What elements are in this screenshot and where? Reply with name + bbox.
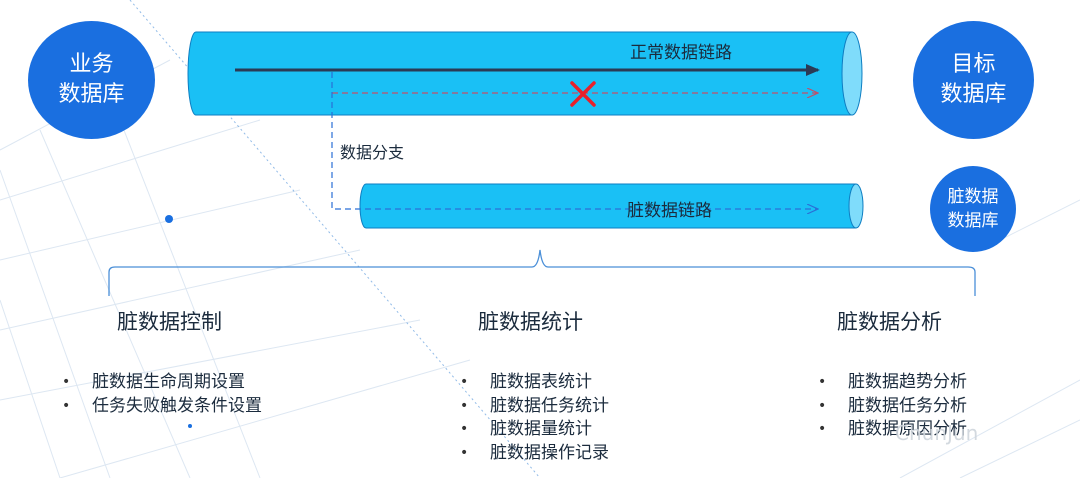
dirty-data-pipe	[359, 183, 864, 229]
section-list-statistics: 脏数据表统计 脏数据任务统计 脏数据量统计 脏数据操作记录	[460, 371, 609, 465]
source-db-line1: 业务	[69, 52, 114, 77]
section-brace	[108, 249, 976, 296]
background-decoration	[0, 59, 1080, 478]
dirty-db-line2: 数据库	[947, 211, 999, 231]
list-item: 脏数据任务统计	[460, 395, 609, 419]
section-title-statistics: 脏数据统计	[478, 310, 583, 334]
dirty-database-node: 脏数据 数据库	[930, 166, 1016, 252]
list-item: 脏数据操作记录	[460, 442, 609, 466]
blocked-cross-icon	[570, 81, 596, 107]
target-db-line2: 数据库	[940, 82, 1007, 107]
source-database-node: 业务 数据库	[28, 21, 155, 139]
list-item: 任务失败触发条件设置	[62, 395, 262, 419]
watermark: ChunJun	[895, 421, 979, 445]
decor-dot-small	[188, 424, 192, 428]
list-item: 脏数据表统计	[460, 371, 609, 395]
branch-flow-arrow	[331, 72, 818, 209]
decor-dot	[165, 215, 173, 223]
list-item: 脏数据趋势分析	[818, 371, 967, 395]
target-database-node: 目标 数据库	[913, 21, 1034, 139]
list-item: 脏数据任务分析	[818, 395, 967, 419]
dirty-db-line1: 脏数据	[947, 187, 999, 207]
normal-pipe-label: 正常数据链路	[630, 43, 732, 63]
section-list-control: 脏数据生命周期设置 任务失败触发条件设置	[62, 371, 262, 418]
dirty-pipe-label: 脏数据链路	[627, 201, 712, 221]
source-db-line2: 数据库	[58, 82, 125, 107]
section-title-control: 脏数据控制	[117, 310, 222, 334]
section-title-analysis: 脏数据分析	[837, 310, 942, 334]
branch-label: 数据分支	[340, 143, 405, 162]
list-item: 脏数据生命周期设置	[62, 371, 262, 395]
section-list-analysis: 脏数据趋势分析 脏数据任务分析 脏数据原因分析	[818, 371, 967, 442]
target-db-line1: 目标	[951, 52, 996, 77]
list-item: 脏数据原因分析	[818, 418, 967, 442]
normal-data-pipe	[187, 31, 863, 116]
list-item: 脏数据量统计	[460, 418, 609, 442]
